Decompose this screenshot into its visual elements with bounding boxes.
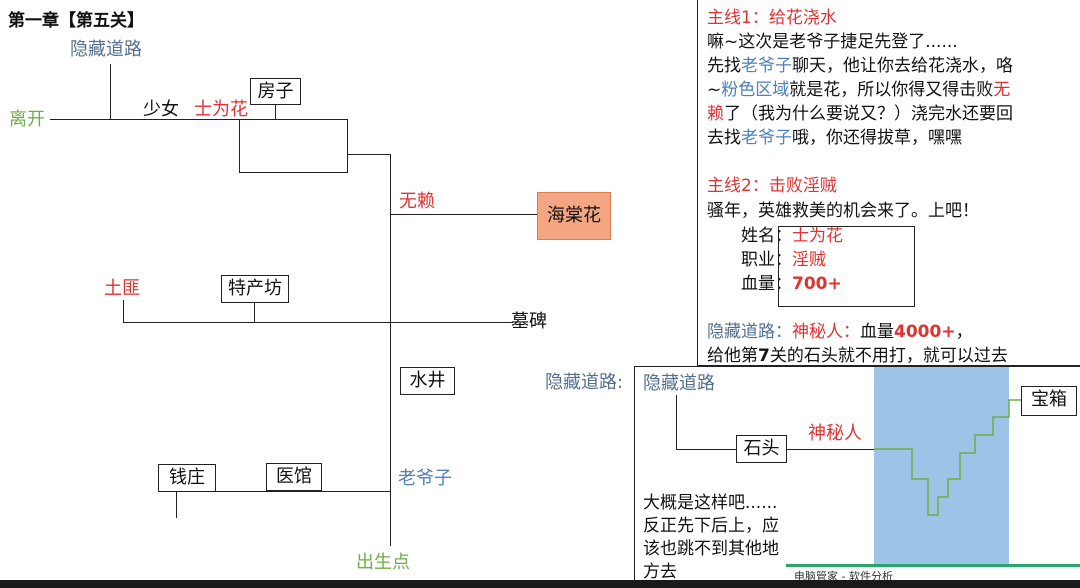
hidden-path-panel: 隐藏道路 石头 神秘人 宝箱 大概是这样吧...... 反正先下后上，应 该也跳… (634, 366, 1080, 580)
quest1-title: 主线1：给花浇水 (707, 8, 837, 28)
hidden-node-treasure: 宝箱 (1021, 386, 1077, 416)
hidden-path-line-down (676, 395, 677, 450)
map-line-rogue (390, 214, 538, 215)
map-label-tomb: 墓碑 (511, 311, 547, 332)
hidden-road-outside-label: 隐藏道路: (545, 372, 624, 393)
text-rogue-part: 赖 (707, 104, 724, 124)
map-line-main-vertical (390, 154, 391, 546)
map-label-bandit: 土匪 (104, 278, 140, 299)
map-line-house-box-left (239, 119, 240, 173)
map-line-leave (50, 119, 240, 120)
text: ~ (707, 80, 722, 100)
hidden-note-4: 方去 (643, 562, 677, 580)
hidden-path-line-to-mystery (787, 449, 874, 450)
name-value: 士为花 (792, 226, 843, 246)
map-label-birth-point: 出生点 (356, 552, 410, 573)
quest1-line1: 嘛~这次是老爷子捷足先登了...... (707, 32, 958, 52)
text: ， (955, 322, 973, 342)
job-label: 职业： (741, 250, 792, 270)
hidden-path-line-to-stone (676, 449, 736, 450)
map-line-house-box-right (347, 119, 348, 173)
hidden-road-line1: 隐藏道路：神秘人：血量4000+， (707, 321, 973, 344)
enemy-job-row: 职业：淫贼 (741, 249, 826, 272)
quest1-line3: ~粉色区域就是花，所以你得又得击败无 (707, 79, 1010, 102)
text-mystery-man: 神秘人： (792, 322, 860, 342)
map-line-old-man (176, 491, 391, 492)
quest1-line5: 去找老爷子哦，你还得拔草，嘿嘿 (707, 127, 962, 150)
quest1-line2: 先找老爷子聊天，他让你去给花浇水，咯 (707, 55, 1013, 78)
map-label-girl: 少女 (143, 99, 179, 120)
quest-info-panel: 主线1：给花浇水 嘛~这次是老爷子捷足先登了...... 先找老爷子聊天，他让你… (697, 0, 1080, 366)
map-node-begonia: 海棠花 (537, 192, 611, 240)
hidden-label-mystery-man: 神秘人 (808, 423, 862, 444)
text: 就是花，所以你得又得击败 (789, 80, 994, 100)
text-rogue-part: 无 (993, 80, 1011, 100)
hidden-road-line2: 给他第7关的石头就不用打，就可以过去 (707, 345, 1008, 366)
text: 先找 (707, 56, 741, 76)
job-value: 淫贼 (792, 250, 826, 270)
enemy-name-row: 姓名：士为花 (741, 225, 843, 248)
map-line-house-box-top (239, 119, 347, 120)
text-pink-area: 粉色区域 (721, 80, 790, 100)
map-node-bank: 钱庄 (158, 464, 216, 492)
hidden-note-3: 该也跳不到其他地 (643, 539, 779, 559)
map-label-girl-name: 士为花 (194, 99, 248, 120)
bottom-bar (0, 580, 1080, 588)
map-line-connector (347, 154, 391, 155)
map-label-rogue: 无赖 (399, 191, 435, 212)
enemy-stats-box (778, 226, 915, 307)
map-line-bank-stem (176, 491, 177, 518)
enemy-hp-row: 血量：700+ (741, 273, 842, 296)
map-line-house-box-bottom (239, 172, 347, 173)
hidden-node-stone: 石头 (736, 435, 787, 463)
map-line-bandit-stem (123, 300, 124, 323)
map-label-leave: 离开 (9, 109, 45, 130)
staircase-path (874, 399, 1021, 516)
text: 给他第 (707, 346, 758, 366)
map-label-hidden-road: 隐藏道路 (70, 39, 142, 60)
map-node-well: 水井 (400, 367, 455, 395)
text-hp-value: 4000+ (894, 322, 956, 342)
chapter-title: 第一章【第五关】 (8, 11, 144, 31)
hp-value: 700+ (792, 274, 842, 294)
map-node-house: 房子 (250, 78, 301, 105)
staircase-line (874, 399, 1021, 516)
text-old-man: 老爷子 (741, 128, 792, 148)
map-node-specialty-shop: 特产坊 (221, 275, 289, 303)
map-label-old-man: 老爷子 (398, 468, 452, 489)
map-line-tomb (123, 322, 513, 323)
water-area (874, 367, 1009, 580)
text: 关的石头就不用打，就可以过去 (769, 346, 1008, 366)
quest1-line4: 赖了（我为什么要说又？）浇完水还要回 (707, 103, 1013, 126)
map-node-clinic: 医馆 (266, 463, 322, 491)
map-line-hidden-road (110, 64, 111, 120)
text-old-man: 老爷子 (741, 56, 792, 76)
text: 聊天，他让你去给花浇水，咯 (792, 56, 1013, 76)
quest2-title: 主线2：击败淫贼 (707, 176, 837, 196)
text-hidden-road: 隐藏道路： (707, 322, 792, 342)
hidden-path-label: 隐藏道路 (643, 373, 715, 394)
hidden-note-1: 大概是这样吧...... (643, 493, 778, 513)
text: 了（我为什么要说又？）浇完水还要回 (724, 104, 1013, 124)
hp-label: 血量： (741, 274, 792, 294)
map-line-shop-stem (254, 302, 255, 323)
quest2-line1: 骚年，英雄救美的机会来了。上吧！ (707, 201, 979, 221)
text: 去找 (707, 128, 741, 148)
name-label: 姓名： (741, 226, 792, 246)
hidden-note-2: 反正先下后上，应 (643, 516, 779, 536)
map-line-house-stem (275, 102, 276, 120)
text-level-number: 7 (758, 346, 770, 366)
text: 哦，你还得拔草，嘿嘿 (792, 128, 962, 148)
text: 血量 (860, 322, 894, 342)
